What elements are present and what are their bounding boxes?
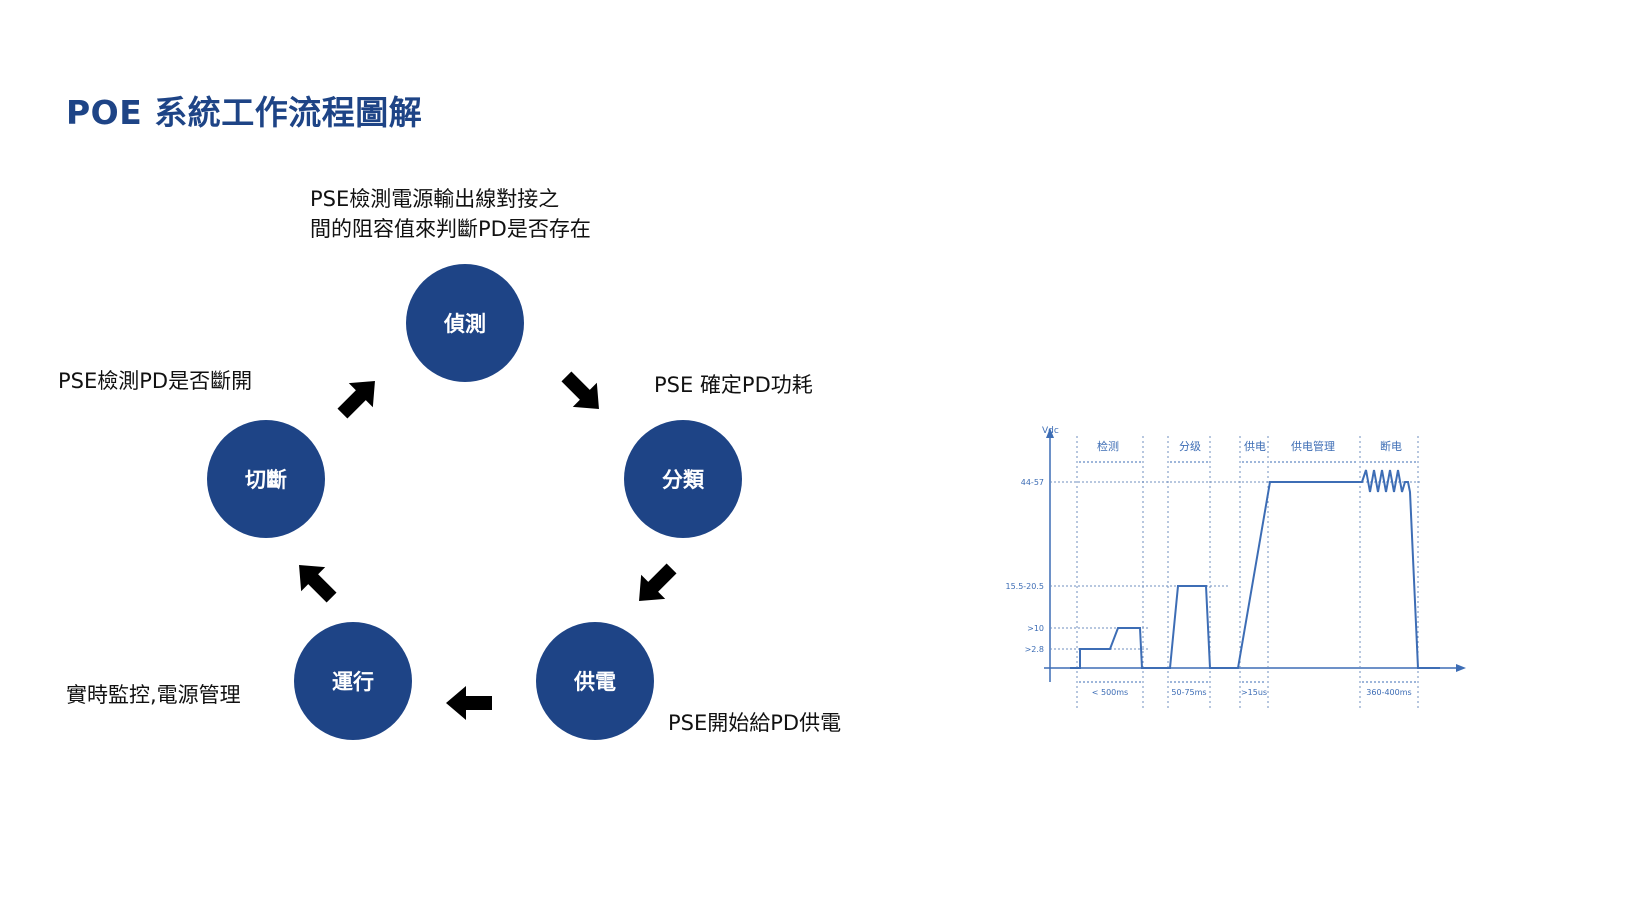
arrow-disconnect-to-detect-icon: [337, 381, 375, 419]
desc-detect: PSE檢測電源輸出線對接之 間的阻容值來判斷PD是否存在: [310, 184, 591, 244]
waveform-y-tick-44-57: 44-57: [1021, 478, 1044, 487]
waveform-duration-detect: < 500ms: [1092, 688, 1128, 697]
node-classify: 分類: [624, 420, 742, 538]
waveform-y-tick-15-5: 15.5-20.5: [1005, 582, 1044, 591]
node-power: 供電: [536, 622, 654, 740]
node-disconnect-label: 切斷: [245, 468, 287, 492]
waveform-duration-poweroff: 360-400ms: [1366, 688, 1411, 697]
waveform-voltage-trace: [1070, 469, 1440, 669]
page-title: POE 系統工作流程圖解: [66, 93, 423, 132]
waveform-phase-management: 供电管理: [1291, 439, 1335, 453]
waveform-phase-classify: 分级: [1179, 440, 1201, 453]
waveform-phase-poweroff: 断电: [1380, 439, 1402, 453]
waveform-duration-classify: 50-75ms: [1171, 688, 1206, 697]
waveform-y-tick-10: >10: [1027, 624, 1044, 633]
waveform-phase-power: 供电: [1244, 439, 1266, 453]
desc-power: PSE開始給PD供電: [668, 711, 842, 735]
node-run-label: 運行: [332, 670, 374, 694]
node-power-label: 供電: [574, 670, 616, 694]
arrow-detect-to-classify-icon: [561, 371, 599, 409]
waveform-x-axis-arrow-icon: [1456, 664, 1466, 672]
node-detect-label: 偵測: [444, 312, 486, 336]
node-classify-label: 分類: [662, 468, 704, 492]
desc-detect-line1: PSE檢測電源輸出線對接之: [310, 187, 560, 211]
arrow-classify-to-power-icon: [639, 563, 677, 601]
waveform-phase-boundaries: [1076, 436, 1419, 710]
arrow-power-to-run-icon: [446, 686, 492, 720]
desc-disconnect: PSE檢測PD是否斷開: [58, 369, 253, 393]
desc-detect-line2: 間的阻容值來判斷PD是否存在: [310, 217, 591, 241]
desc-run: 實時監控,電源管理: [66, 683, 241, 707]
desc-classify: PSE 確定PD功耗: [654, 373, 813, 397]
waveform-duration-power: >15us: [1241, 688, 1267, 697]
waveform-y-axis-arrow-icon: [1046, 428, 1054, 438]
node-disconnect: 切斷: [207, 420, 325, 538]
node-detect: 偵測: [406, 264, 524, 382]
waveform-y-axis-label: Vdc: [1042, 426, 1059, 436]
waveform-phase-detect: 检测: [1097, 439, 1119, 453]
node-run: 運行: [294, 622, 412, 740]
poe-waveform-diagram: Vdc 44-57 15.5-20.5 >10 >2.8 检测 分级 供电 供电…: [1005, 426, 1466, 710]
arrow-run-to-disconnect-icon: [299, 565, 337, 603]
waveform-y-tick-2-8: >2.8: [1025, 645, 1044, 654]
